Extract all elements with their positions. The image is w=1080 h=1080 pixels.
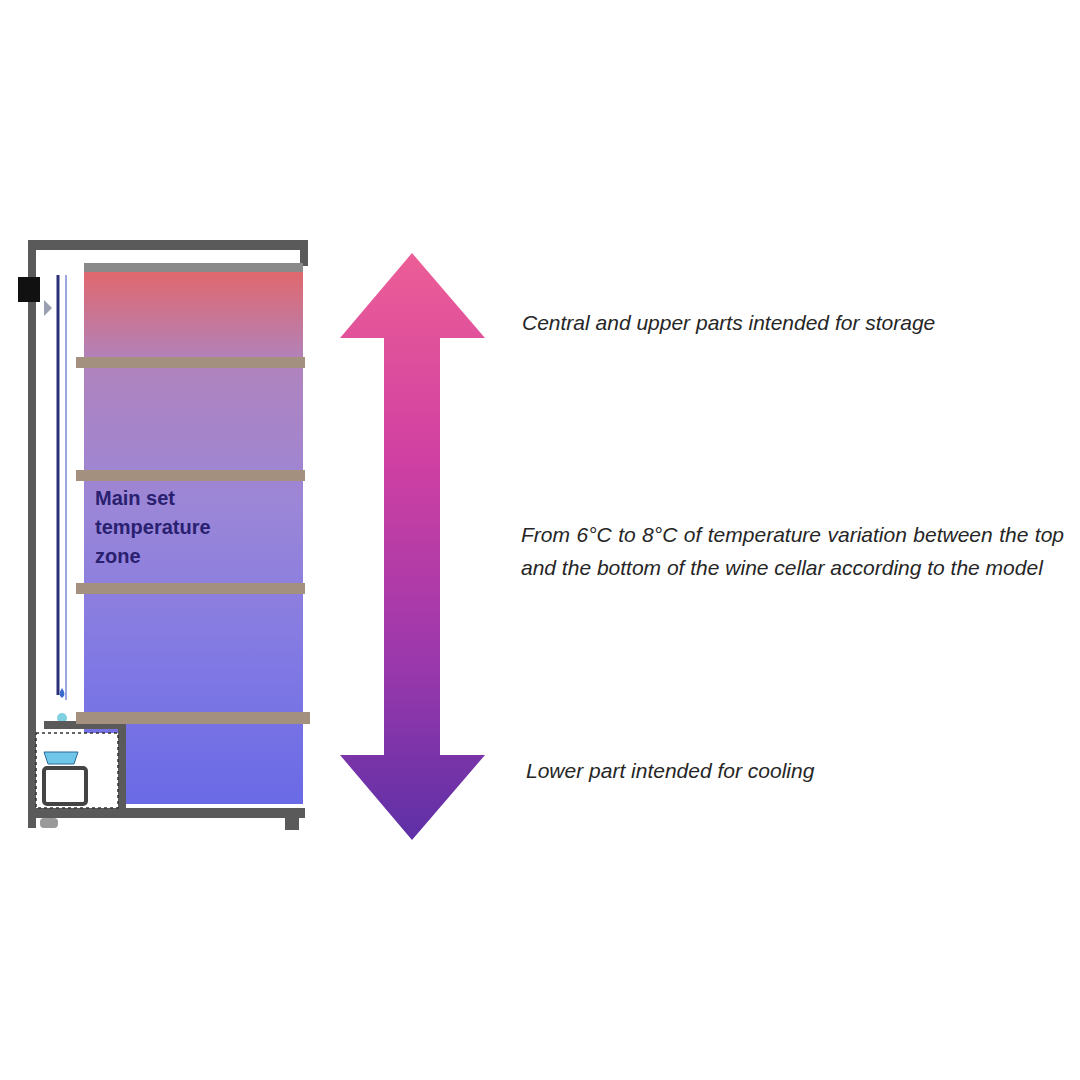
compressor-compartment bbox=[36, 733, 118, 808]
cabinet-top bbox=[28, 240, 308, 250]
cabinet-right-top bbox=[300, 240, 308, 266]
shelf bbox=[76, 357, 305, 368]
double-arrow bbox=[340, 253, 485, 840]
drip-tray bbox=[44, 752, 78, 764]
cabinet-liner bbox=[84, 263, 303, 272]
door-glass bbox=[57, 275, 60, 695]
zone-label: Main set temperature zone bbox=[95, 484, 235, 571]
sensor bbox=[44, 300, 52, 316]
shelf bbox=[76, 583, 305, 594]
door-hinge bbox=[18, 277, 40, 302]
cabinet-left-wall bbox=[28, 240, 36, 828]
compressor bbox=[44, 768, 86, 804]
temperature-zone: Main set temperature zone bbox=[84, 272, 302, 804]
shelf bbox=[76, 470, 305, 481]
note-text: Lower part intended for cooling bbox=[526, 754, 946, 787]
cabinet-foot bbox=[285, 818, 299, 830]
note-text: From 6°C to 8°C of temperature variation… bbox=[521, 518, 1064, 584]
note-text: Central and upper parts intended for sto… bbox=[522, 306, 1042, 339]
shelf bbox=[76, 712, 310, 724]
water-drop bbox=[60, 688, 65, 698]
door-gap bbox=[40, 262, 84, 732]
door-glass-inner bbox=[65, 275, 67, 700]
cabinet-foot bbox=[40, 818, 58, 828]
cabinet-bottom bbox=[28, 808, 305, 818]
